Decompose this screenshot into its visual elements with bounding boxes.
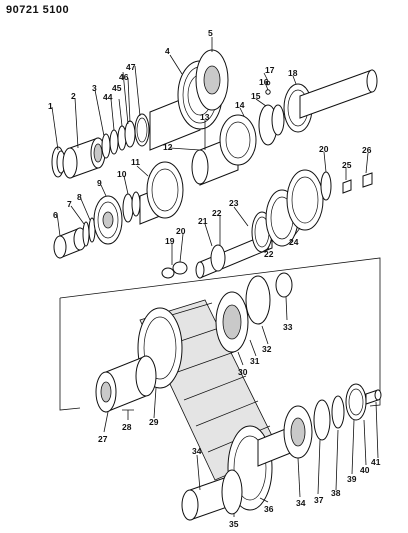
callout-44: 44 — [103, 92, 113, 102]
callout-29: 29 — [149, 417, 159, 427]
part-drive-hub-27-28 — [95, 355, 157, 413]
callout-20-upper: 20 — [319, 144, 329, 154]
callout-46: 46 — [119, 72, 129, 82]
callout-6: 6 — [53, 210, 58, 220]
callout-34-upper: 34 — [192, 446, 202, 456]
leader-lines — [51, 37, 379, 517]
part-number-header: 90721 5100 — [6, 4, 70, 16]
part-sleeve-2 — [62, 137, 106, 179]
callout-30: 30 — [238, 367, 248, 377]
part-washers-7-8 — [82, 217, 96, 247]
callout-22-upper: 22 — [212, 208, 222, 218]
callout-4: 4 — [165, 46, 170, 56]
callout-20-lower: 20 — [176, 226, 186, 236]
part-gear-11 — [139, 161, 184, 225]
callout-3: 3 — [92, 83, 97, 93]
callout-14: 14 — [235, 100, 245, 110]
callout-23: 23 — [229, 198, 239, 208]
callout-8: 8 — [77, 192, 82, 202]
callout-28: 28 — [122, 422, 132, 432]
callout-37: 37 — [314, 495, 324, 505]
part-bearing-37-39 — [283, 395, 345, 459]
callout-13: 13 — [200, 112, 210, 122]
part-gear-40-41 — [345, 383, 382, 421]
callout-1: 1 — [48, 101, 53, 111]
part-output-shaft-34-35 — [181, 423, 299, 521]
callout-19: 19 — [165, 236, 175, 246]
callout-41: 41 — [371, 457, 381, 467]
part-gear-9 — [93, 195, 123, 245]
part-hub-12-13 — [191, 114, 257, 186]
callout-2: 2 — [71, 91, 76, 101]
callout-17: 17 — [265, 65, 275, 75]
part-output-shaft-18 — [283, 69, 378, 133]
callout-16: 16 — [259, 77, 269, 87]
part-bearing-6 — [53, 227, 87, 259]
callout-27: 27 — [98, 434, 108, 444]
callout-39: 39 — [347, 474, 357, 484]
callout-34-lower: 34 — [296, 498, 306, 508]
callout-9: 9 — [97, 178, 102, 188]
part-ring-3 — [101, 133, 111, 159]
callout-15: 15 — [251, 91, 261, 101]
callout-38: 38 — [331, 488, 341, 498]
callout-5: 5 — [208, 28, 213, 38]
callout-25: 25 — [342, 160, 352, 170]
callout-45: 45 — [112, 83, 122, 93]
part-main-gear-4-5 — [149, 49, 229, 151]
callout-36: 36 — [264, 504, 274, 514]
part-cluster-gear-24 — [265, 169, 324, 247]
callout-40: 40 — [360, 465, 370, 475]
callout-10: 10 — [117, 169, 127, 179]
callout-7: 7 — [67, 199, 72, 209]
callout-18: 18 — [288, 68, 298, 78]
callout-24: 24 — [289, 237, 299, 247]
callout-32: 32 — [262, 344, 272, 354]
part-washer-19 — [161, 267, 175, 279]
case-outline — [59, 257, 381, 411]
part-collar-14-15 — [258, 104, 285, 146]
callout-33: 33 — [283, 322, 293, 332]
callout-11: 11 — [131, 157, 140, 167]
callout-26: 26 — [362, 145, 372, 155]
part-bearing-10 — [122, 191, 141, 223]
callout-12: 12 — [163, 142, 173, 152]
part-washer-20 — [172, 171, 332, 275]
callout-labels: 1 2 3 4 5 6 7 8 9 10 11 12 13 14 15 16 1… — [48, 28, 381, 529]
callout-21: 21 — [198, 216, 208, 226]
callout-31: 31 — [250, 356, 260, 366]
callout-22-lower: 22 — [264, 249, 274, 259]
part-bearing-31-33 — [215, 272, 293, 353]
callout-47: 47 — [126, 62, 136, 72]
callout-35: 35 — [229, 519, 239, 529]
part-washers-44-47 — [109, 113, 150, 155]
part-nut-25-26 — [342, 172, 373, 194]
